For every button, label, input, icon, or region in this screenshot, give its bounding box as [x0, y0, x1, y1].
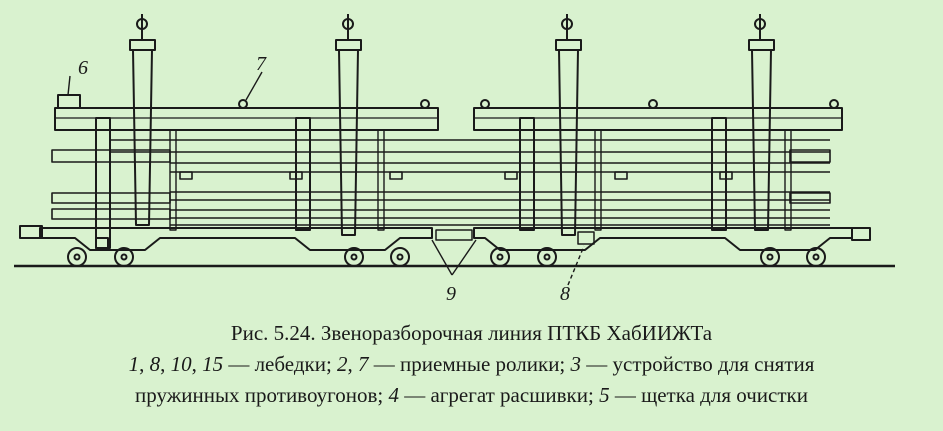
rack-tiers: [51, 139, 831, 226]
legend-separator: ,: [191, 352, 203, 376]
legend-number: 8: [149, 352, 161, 376]
legend-separator: ,: [347, 352, 359, 376]
legend-number: 3: [570, 352, 582, 376]
figure-caption: Рис. 5.24. Звеноразборочная линия ПТКБ Х…: [0, 318, 943, 411]
caption-legend-line-2: пружинных противоугонов; 4 — агрегат рас…: [0, 380, 943, 411]
legend-text: — устройство для снятия: [581, 352, 815, 376]
line-drawing: 6 7 9 8: [14, 14, 895, 305]
vertical-posts: [95, 117, 792, 249]
caption-legend-line-1: 1, 8, 10, 15 — лебедки; 2, 7 — приемные …: [0, 349, 943, 380]
winch-towers: [129, 14, 775, 236]
legend-text: пружинных противоугонов;: [135, 383, 389, 407]
label-9: 9: [446, 283, 456, 305]
legend-text: — агрегат расшивки;: [398, 383, 600, 407]
legend-number: 1: [128, 352, 140, 376]
caption-title: Рис. 5.24. Звеноразборочная линия ПТКБ Х…: [230, 321, 713, 345]
legend-text: — лебедки;: [223, 352, 338, 376]
label-7: 7: [256, 53, 267, 75]
platform-cars: [19, 225, 871, 251]
leader-lines: [67, 71, 585, 286]
legend-number: 2: [337, 352, 348, 376]
legend-separator: ,: [160, 352, 171, 376]
legend-text: — щетка для очистки: [609, 383, 808, 407]
label-8: 8: [560, 283, 570, 305]
legend-separator: ,: [139, 352, 150, 376]
label-6: 6: [78, 57, 88, 79]
legend-number: 4: [388, 383, 399, 407]
legend-number: 5: [599, 383, 610, 407]
legend-number: 7: [358, 352, 369, 376]
legend-text: — приемные ролики;: [368, 352, 571, 376]
upper-platform: [54, 94, 843, 131]
legend-number: 10: [170, 352, 192, 376]
wheels: [67, 247, 826, 267]
legend-number: 15: [202, 352, 224, 376]
